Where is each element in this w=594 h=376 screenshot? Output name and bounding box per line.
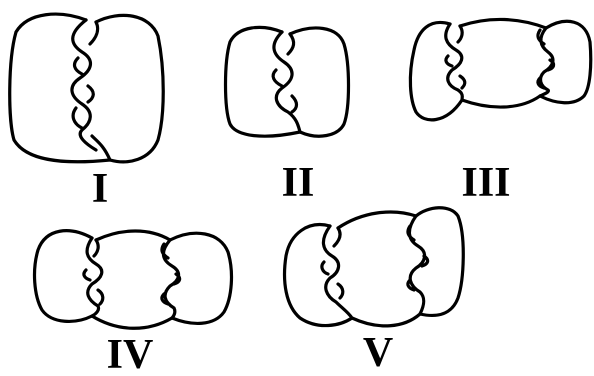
knot-III-bottom-bridge xyxy=(460,94,542,109)
knot-V xyxy=(282,206,465,328)
knot-V-left-loop xyxy=(282,223,354,328)
knot-III-label: III xyxy=(461,160,510,206)
knot-IV-label: IV xyxy=(107,332,154,376)
knot-I-left-loop xyxy=(8,12,112,164)
knot-I-braid-strand-b xyxy=(71,20,112,162)
knot-II-left-loop xyxy=(223,25,302,138)
knot-III xyxy=(408,17,593,122)
knot-II-braid-strand-a xyxy=(272,30,302,134)
knot-IV-top-bridge xyxy=(94,229,172,242)
knot-III-top-bridge xyxy=(458,17,548,30)
knot-IV-left-loop xyxy=(32,229,94,323)
knot-IV xyxy=(32,229,234,330)
knot-I-braid-strand-a xyxy=(70,18,98,152)
knot-III-left-braid xyxy=(444,22,467,102)
knot-V-top-bridge xyxy=(336,210,418,230)
knot-V-right-loop xyxy=(414,206,465,318)
knot-IV-left-braid xyxy=(82,236,105,318)
knot-I xyxy=(8,12,165,164)
knot-II-right-loop xyxy=(288,26,351,138)
knot-III-right-braid xyxy=(536,26,556,98)
knot-II xyxy=(223,25,351,138)
knot-III-right-loop xyxy=(538,19,593,105)
knot-IV-right-braid xyxy=(160,238,182,320)
knot-IV-bottom-bridge xyxy=(90,314,174,330)
knot-I-label: I xyxy=(92,166,108,212)
knot-V-right-braid xyxy=(406,214,430,316)
knot-IV-right-loop xyxy=(168,231,234,325)
knot-II-label: II xyxy=(282,160,315,206)
knot-V-label: V xyxy=(363,330,393,376)
knot-V-bottom-bridge xyxy=(350,312,422,328)
knot-I-right-loop xyxy=(94,13,165,164)
knot-V-left-braid xyxy=(320,224,354,320)
knot-II-braid-strand-b xyxy=(271,32,299,114)
knot-III-left-loop xyxy=(408,20,464,122)
